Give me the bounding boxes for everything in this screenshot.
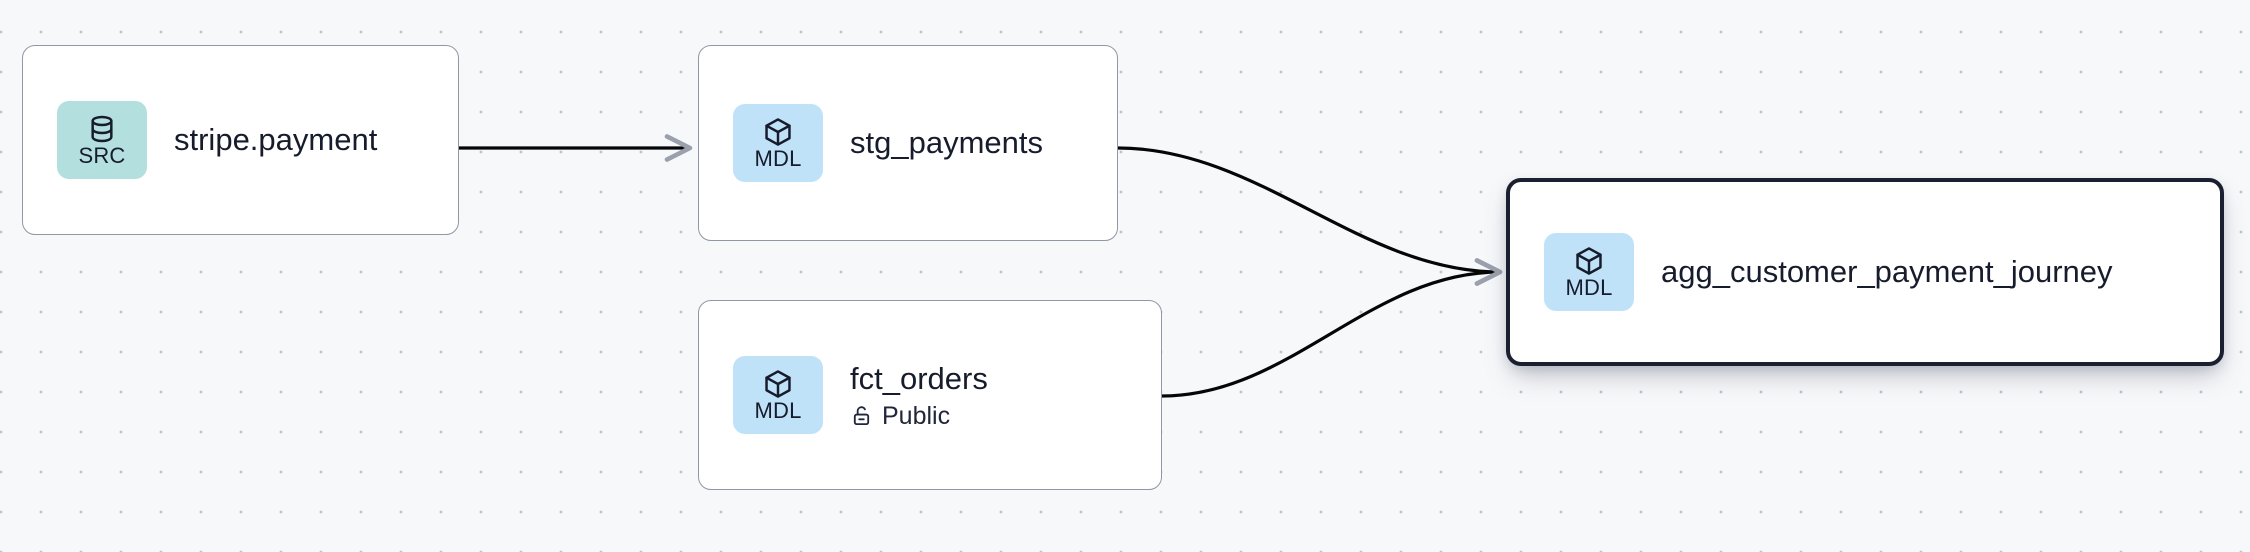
cube-icon — [762, 368, 794, 398]
node-text-block: fct_orders Public — [850, 361, 988, 430]
node-type-badge-mdl: MDL — [1544, 233, 1634, 311]
node-title: stripe.payment — [174, 122, 378, 157]
unlock-icon — [850, 404, 873, 427]
node-type-badge-label: MDL — [754, 397, 802, 423]
node-type-badge-mdl: MDL — [733, 356, 823, 434]
node-title: agg_customer_payment_journey — [1661, 254, 2113, 289]
node-text-block: stripe.payment — [174, 122, 377, 158]
node-visibility-label: Public — [882, 401, 951, 430]
node-type-badge-label: MDL — [1565, 274, 1613, 300]
node-text-block: stg_payments — [850, 125, 1043, 161]
lineage-node-stg-payments[interactable]: MDL stg_payments — [698, 45, 1118, 241]
node-type-badge-mdl: MDL — [733, 104, 823, 182]
node-type-badge-label: MDL — [754, 145, 802, 171]
node-title: fct_orders — [850, 360, 988, 396]
edge-stg-to-agg — [1117, 146, 1503, 286]
lineage-node-fct-orders[interactable]: MDL fct_orders Public — [698, 300, 1162, 490]
lineage-node-agg-customer-payment-journey[interactable]: MDL agg_customer_payment_journey — [1506, 178, 2224, 366]
node-type-badge-label: SRC — [78, 142, 126, 168]
node-text-block: agg_customer_payment_journey — [1661, 254, 2113, 290]
node-type-badge-src: SRC — [57, 101, 147, 179]
edge-fct-to-agg — [1161, 258, 1503, 398]
node-title: stg_payments — [850, 125, 1043, 160]
cube-icon — [1573, 245, 1605, 275]
cube-icon — [762, 116, 794, 146]
lineage-node-stripe-payment[interactable]: SRC stripe.payment — [22, 45, 459, 235]
database-icon — [86, 113, 118, 143]
node-visibility: Public — [850, 402, 988, 430]
